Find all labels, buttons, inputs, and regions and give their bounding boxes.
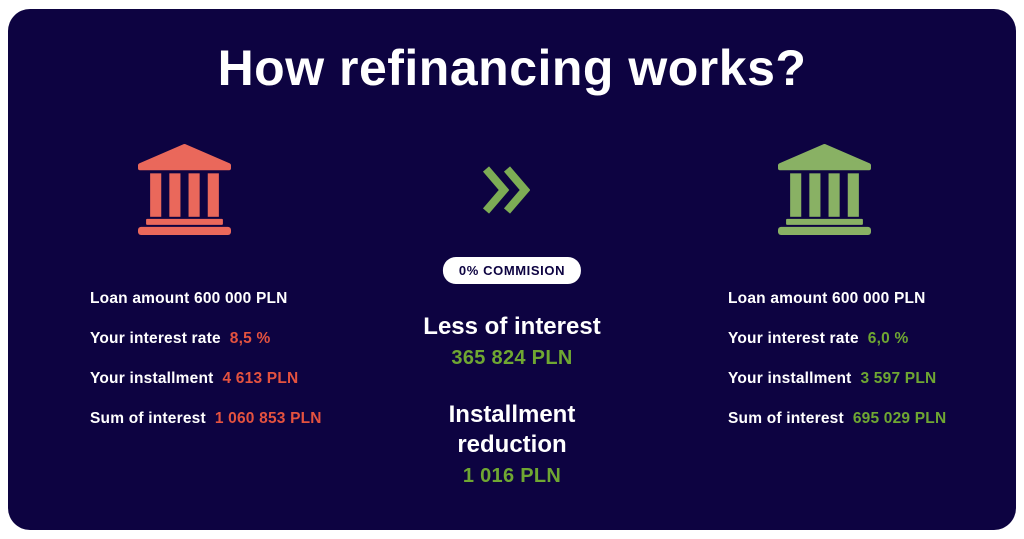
installment-reduction-section: Installment reduction 1 016 PLN (392, 400, 632, 488)
stat-row: Loan amount 600 000 PLN (728, 290, 1008, 310)
stat-row: Sum of interest 695 029 PLN (728, 410, 1008, 430)
stat-label: Your interest rate (728, 330, 859, 347)
stat-label: Sum of interest (728, 410, 844, 427)
stat-row: Sum of interest 1 060 853 PLN (90, 410, 370, 430)
bank-icon-before (138, 142, 231, 235)
stat-row: Your installment 3 597 PLN (728, 370, 1008, 390)
stat-label: Your installment (728, 370, 852, 387)
stat-row: Loan amount 600 000 PLN (90, 290, 370, 310)
stat-row: Your interest rate 8,5 % (90, 330, 370, 350)
less-of-interest-heading: Less of interest (423, 313, 601, 340)
stat-label: Your interest rate (90, 330, 221, 347)
stat-value: 8,5 % (229, 330, 271, 347)
commission-badge: 0% COMMISION (442, 257, 582, 284)
installment-reduction-value: 1 016 PLN (462, 465, 562, 487)
stat-value: 1 060 853 PLN (214, 410, 322, 427)
stats-before-refinancing: Loan amount 600 000 PLN Your interest ra… (90, 290, 370, 450)
stat-row: Your installment 4 613 PLN (90, 370, 370, 390)
stat-value: 4 613 PLN (222, 370, 299, 387)
infographic-card: How refinancing works? 0% COMMISIO (8, 9, 1016, 530)
stats-after-refinancing: Loan amount 600 000 PLN Your interest ra… (728, 290, 1008, 450)
stat-value: 3 597 PLN (860, 370, 937, 387)
installment-reduction-heading: Installment reduction (448, 401, 576, 458)
stat-label: Loan amount 600 000 PLN (728, 290, 926, 307)
stat-value: 695 029 PLN (852, 410, 947, 427)
double-chevron-right-icon (482, 166, 530, 214)
less-of-interest-value: 365 824 PLN (451, 347, 573, 369)
stat-label: Loan amount 600 000 PLN (90, 290, 288, 307)
less-of-interest-section: Less of interest 365 824 PLN (392, 312, 632, 370)
stat-label: Your installment (90, 370, 214, 387)
page-title: How refinancing works? (217, 40, 807, 96)
stat-row: Your interest rate 6,0 % (728, 330, 1008, 350)
stat-value: 6,0 % (867, 330, 909, 347)
stat-label: Sum of interest (90, 410, 206, 427)
bank-icon-after (778, 142, 871, 235)
